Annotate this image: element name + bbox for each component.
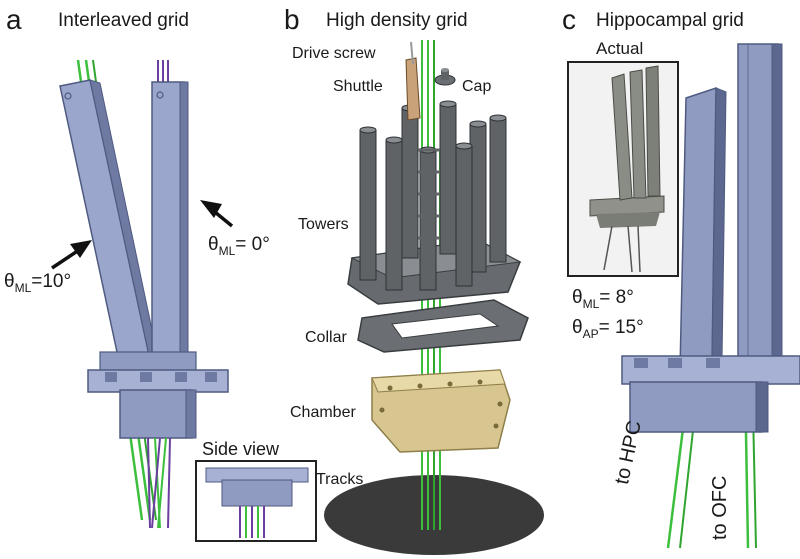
interleaved-grid-illustration [59,59,229,529]
arrow-left-tube-icon [51,240,92,270]
angle-ml-10-label: θML=10° [4,271,72,295]
part-label-collar: Collar [305,329,347,346]
part-label-towers: Towers [298,216,349,233]
angle-ap-15-label: θAP= 15° [572,317,644,341]
actual-inset-title: Actual [596,39,644,58]
part-label-tracks: Tracks [316,471,364,488]
panel-b-letter: b [284,4,300,35]
part-label-shuttle: Shuttle [333,78,383,95]
side-view-title: Side view [202,439,280,459]
actual-photo-inset [567,61,679,277]
panel-b-title: High density grid [326,10,468,31]
part-label-drive-screw: Drive screw [292,45,376,62]
part-label-cap: Cap [462,78,492,95]
angle-ml-8-label: θML= 8° [572,287,634,311]
high-density-grid-illustration [324,40,544,555]
arrow-right-tube-icon [200,200,234,228]
side-view-inset [195,460,317,542]
panel-c-title: Hippocampal grid [596,10,744,31]
hippocampal-grid-illustration [621,43,800,549]
part-label-chamber: Chamber [290,404,356,421]
angle-ml-0-label: θML= 0° [208,234,270,258]
panel-a-title: Interleaved grid [58,10,189,31]
panel-a-letter: a [6,4,22,35]
target-label-ofc: to OFC [709,475,731,540]
panel-c-letter: c [562,4,576,35]
